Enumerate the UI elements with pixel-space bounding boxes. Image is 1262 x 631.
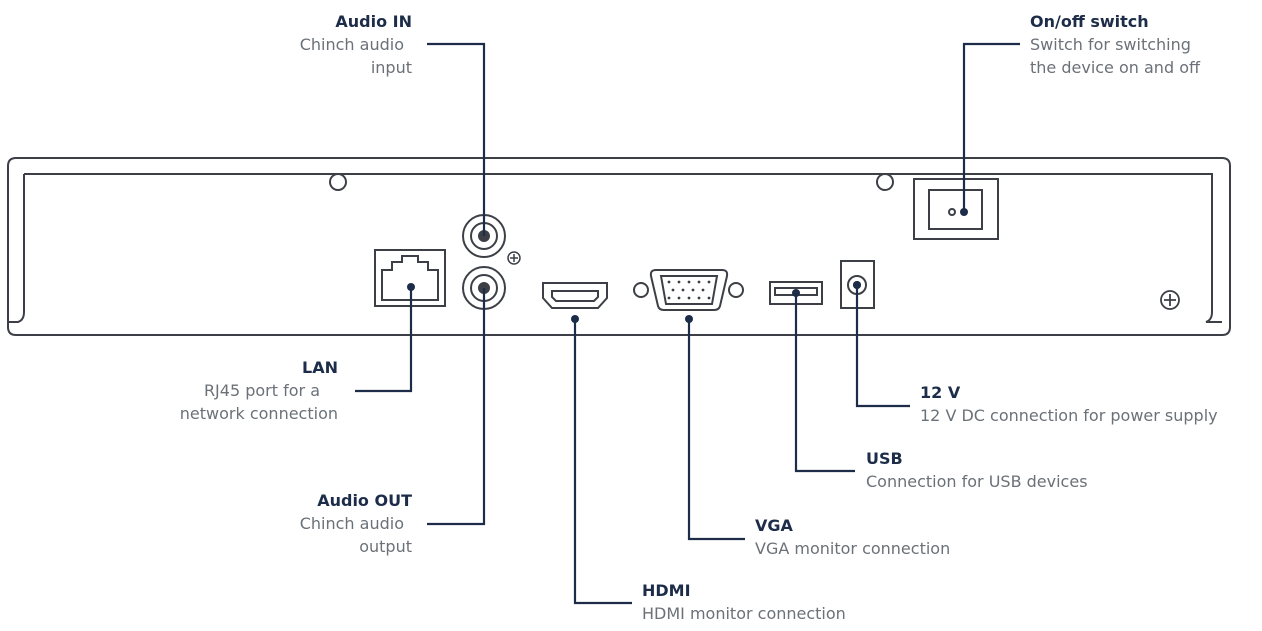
mounting-hole-left: [329, 173, 347, 191]
screw-icon: [1160, 290, 1180, 310]
label-desc: Connection for USB devices: [866, 472, 1088, 491]
label-lan: LAN RJ45 port for a network connection: [180, 356, 338, 425]
mounting-hole-right: [876, 173, 894, 191]
callout-line-usb: [794, 293, 855, 473]
label-title: HDMI: [642, 581, 691, 600]
callout-lines: [355, 42, 1020, 605]
label-hdmi: HDMI HDMI monitor connection: [642, 579, 846, 625]
label-title: LAN: [302, 358, 338, 377]
power-switch: [913, 178, 999, 240]
ground-symbol-icon: [507, 251, 521, 265]
label-title: 12 V: [920, 383, 961, 402]
device-rear-panel: [7, 157, 1231, 336]
label-desc: RJ45 port for a: [203, 381, 320, 400]
label-desc: HDMI monitor connection: [642, 604, 846, 623]
callout-line-hdmi: [573, 319, 632, 605]
label-desc: VGA monitor connection: [755, 539, 951, 558]
label-desc: 12 V DC connection for power supply: [920, 406, 1218, 425]
label-audio-out: Audio OUT Chinch audio output: [300, 489, 412, 558]
label-desc: network connection: [179, 404, 338, 423]
label-audio-in: Audio IN Chinch audio input: [300, 10, 412, 79]
callout-line-lan: [355, 287, 413, 393]
label-title: Audio IN: [335, 12, 412, 31]
callout-line-audio-out: [427, 288, 486, 526]
label-on-off-switch: On/off switch Switch for switching the d…: [1030, 10, 1200, 79]
vga-port: [633, 269, 744, 311]
vga-pins: [667, 280, 711, 300]
label-desc: Chinch audio: [299, 35, 404, 54]
callout-line-12v: [855, 285, 910, 408]
callout-line-vga: [687, 319, 745, 541]
label-desc: input: [370, 58, 412, 77]
label-12v: 12 V 12 V DC connection for power supply: [920, 381, 1218, 427]
label-desc: Chinch audio: [299, 514, 404, 533]
label-title: USB: [866, 449, 903, 468]
label-desc: the device on and off: [1030, 58, 1200, 77]
callout-line-audio-in: [427, 42, 486, 236]
callout-endpoints: [407, 208, 968, 323]
label-title: Audio OUT: [317, 491, 412, 510]
label-vga: VGA VGA monitor connection: [755, 514, 950, 560]
label-title: On/off switch: [1030, 12, 1149, 31]
hdmi-port: [542, 282, 608, 309]
label-desc: Switch for switching: [1030, 35, 1191, 54]
callout-line-on-off: [962, 42, 1020, 212]
label-desc: output: [359, 537, 412, 556]
label-title: VGA: [755, 516, 793, 535]
label-usb: USB Connection for USB devices: [866, 447, 1088, 493]
